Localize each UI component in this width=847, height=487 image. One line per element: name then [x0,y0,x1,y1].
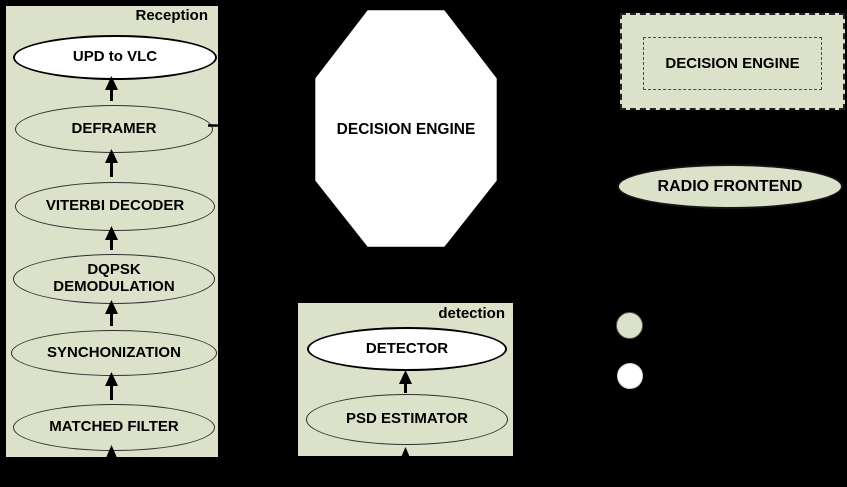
node-viterbi-decoder: VITERBI DECODER [15,182,215,231]
node-label: PSD ESTIMATOR [346,410,468,428]
legend-decision-engine-label: DECISION ENGINE [665,55,800,72]
reception-panel: Reception UPD to VLC DEFRAMER VITERBI DE… [3,3,221,460]
legend-decision-engine-box: DECISION ENGINE [620,13,845,110]
node-detector: DETECTOR [307,327,507,371]
node-matched-filter: MATCHED FILTER [13,404,215,451]
node-psd-estimator: PSD ESTIMATOR [306,394,508,445]
node-upd-to-vlc: UPD to VLC [13,35,217,80]
node-label: SYNCHONIZATION [47,343,181,361]
node-label: UPD to VLC [72,48,158,66]
node-label: DETECTOR [365,339,449,357]
detection-panel: detection DETECTOR PSD ESTIMATOR [295,300,516,459]
node-synchonization: SYNCHONIZATION [11,330,217,376]
node-label: VITERBI DECODER [45,197,185,215]
node-label: MATCHED FILTER [49,418,179,436]
node-dqpsk-demodulation: DQPSK DEMODULATION [13,254,215,304]
node-deframer: DEFRAMER [15,105,213,153]
node-label: DQPSK DEMODULATION [53,261,175,295]
decision-engine-label: DECISION ENGINE [336,120,476,138]
legend-empty-circle-marker [617,363,643,389]
detection-panel-title: detection [438,305,505,322]
node-label: DEFRAMER [71,119,157,137]
legend-radio-frontend-label: RADIO FRONTEND [657,177,803,195]
reception-panel-title: Reception [135,7,208,24]
legend-decision-engine-inner-box: DECISION ENGINE [643,37,822,90]
legend-radio-frontend-ellipse: RADIO FRONTEND [617,164,843,209]
legend-filled-circle-marker [616,312,643,339]
